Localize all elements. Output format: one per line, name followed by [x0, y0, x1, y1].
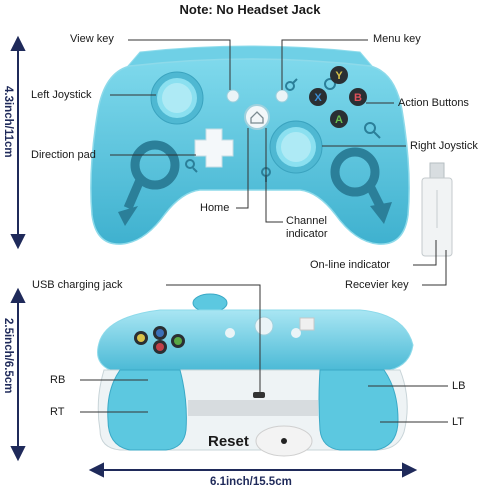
label-rb: RB	[50, 374, 66, 386]
leader-lines	[80, 39, 448, 423]
left-stick-top	[192, 293, 228, 313]
direction-pad[interactable]	[194, 128, 234, 168]
label-receiver-key: Recevier key	[345, 279, 409, 291]
label-usb-charging-jack: USB charging jack	[32, 279, 123, 291]
label-home: Home	[200, 202, 230, 214]
lb-lt-triggers[interactable]	[318, 369, 399, 451]
usb-receiver	[421, 162, 453, 257]
button-a[interactable]: A	[330, 110, 348, 128]
label-lb: LB	[452, 380, 466, 392]
usb-port	[253, 392, 265, 398]
view-key[interactable]	[226, 89, 240, 103]
right-joystick[interactable]	[269, 120, 323, 174]
label-left-joystick: Left Joystick	[31, 89, 92, 101]
button-y[interactable]: Y	[330, 66, 348, 84]
button-b[interactable]: B	[349, 88, 367, 106]
label-lt: LT	[452, 416, 465, 428]
label-online-indicator: On-line indicator	[310, 259, 391, 271]
page-title: Note: No Headset Jack	[179, 2, 321, 17]
svg-text:Y: Y	[335, 70, 343, 82]
menu-key[interactable]	[275, 89, 289, 103]
left-joystick[interactable]	[150, 71, 204, 125]
dimension-width: 6.1inch/15.5cm	[210, 476, 292, 488]
label-menu-key: Menu key	[373, 33, 421, 45]
label-right-joystick: Right Joystick	[410, 140, 478, 152]
svg-text:X: X	[314, 92, 322, 104]
dimension-arrows	[10, 35, 418, 478]
dimension-back-height: 2.5inch/6.5cm	[2, 318, 14, 394]
button-x[interactable]: X	[309, 88, 327, 106]
home-button[interactable]	[244, 104, 270, 130]
label-reset: Reset	[208, 433, 249, 450]
left-gender-icon	[123, 140, 180, 210]
svg-text:B: B	[354, 92, 362, 104]
front-controller: Y X B A	[90, 45, 410, 245]
back-controller	[97, 293, 414, 457]
label-view-key: View key	[70, 33, 114, 45]
action-buttons: Y X B A	[309, 66, 367, 128]
label-indicator: indicator	[286, 228, 328, 240]
svg-text:A: A	[335, 114, 343, 126]
label-action-buttons: Action Buttons	[398, 97, 469, 109]
label-direction-pad: Direction pad	[31, 149, 96, 161]
right-gender-icon	[330, 147, 385, 209]
label-channel: Channel	[286, 215, 327, 227]
rb-rt-triggers[interactable]	[107, 369, 187, 451]
label-rt: RT	[50, 406, 65, 418]
dimension-front-height: 4.3inch/11cm	[2, 86, 14, 158]
